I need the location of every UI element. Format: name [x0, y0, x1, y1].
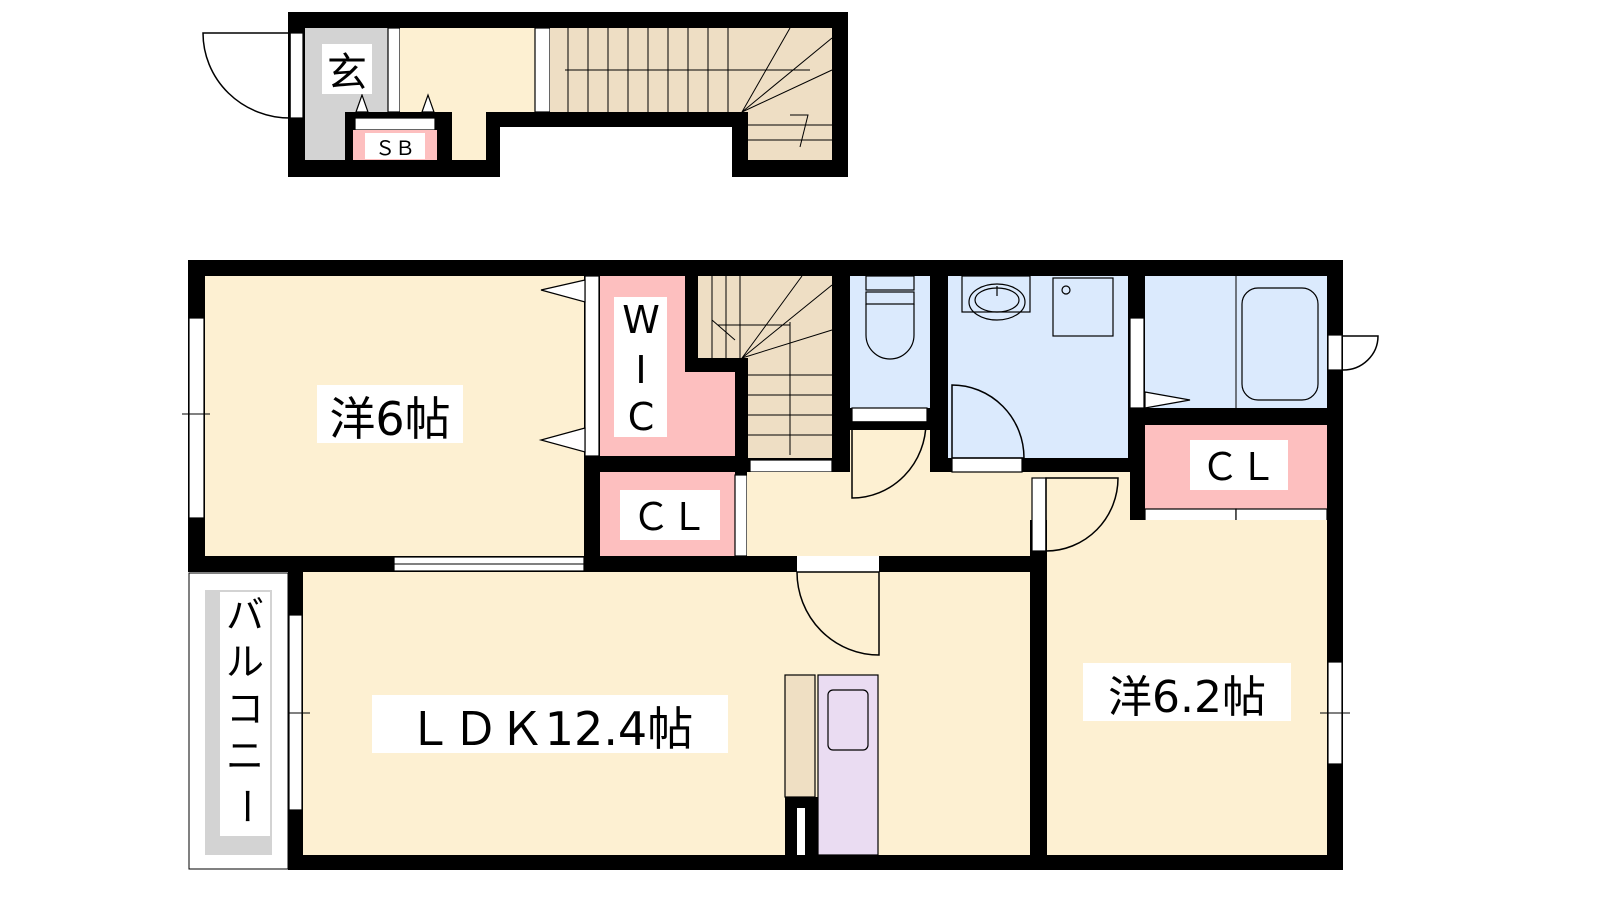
wic-label-i: I [635, 348, 646, 392]
main-level [182, 260, 1379, 870]
toilet [850, 276, 930, 408]
closet-2-label: ＣＬ [1201, 445, 1277, 489]
bedroom-6-2-label: 洋6.2帖 [1108, 672, 1266, 723]
toilet-door-swing[interactable] [851, 421, 927, 499]
closet-1-door[interactable] [734, 474, 748, 557]
balcony-label-1: バ [226, 593, 264, 637]
bedroom-6-2-door-frame [1031, 477, 1047, 552]
shoebox-door-swing [355, 93, 369, 113]
entrance-level: 玄 ＳＢ [202, 12, 848, 177]
bath-window [1327, 334, 1343, 371]
stair-landing-strip [749, 459, 833, 473]
closet-1-label: ＣＬ [632, 495, 708, 539]
room-labels: 洋6帖 W I C ＣＬ ＣＬ ＬＤＫ12.4帖 洋6.2帖 バ ル コ ニ ー [220, 297, 1291, 836]
ldk-door-swing[interactable] [796, 571, 880, 656]
entry-hall-lower [452, 110, 486, 160]
balcony-label-2: ル [226, 640, 264, 684]
entry-hall [400, 28, 535, 112]
hallway-ext [850, 430, 930, 472]
toilet-door-frame [851, 407, 928, 423]
sink-icon [827, 689, 869, 751]
stairs-upper [698, 276, 832, 358]
stair-treads [565, 27, 833, 148]
wic-door-swing [538, 427, 586, 453]
washroom-door-frame [951, 457, 1023, 473]
washbasin-icon [961, 275, 1031, 321]
front-door-frame [289, 32, 304, 119]
bedroom-6-2-door-swing[interactable] [1045, 477, 1119, 552]
washroom [948, 276, 1128, 458]
wic-label-w: W [622, 298, 660, 342]
balcony-label-3: コ [226, 687, 264, 731]
stair-step-strip [534, 27, 551, 113]
bathroom-door-swing [1144, 391, 1191, 409]
washing-machine-icon [1052, 277, 1114, 337]
bath-window-swing [1342, 335, 1379, 371]
bedroom-6-label: 洋6帖 [329, 392, 450, 446]
ldk-label: ＬＤＫ12.4帖 [407, 702, 693, 756]
bedroom-6-window [188, 317, 205, 519]
bathtub-icon [1241, 287, 1319, 401]
wic-label-c: C [628, 395, 655, 439]
kitchen-unit [817, 674, 879, 856]
genkan-step [387, 27, 401, 113]
ldk-door-frame [797, 556, 879, 572]
balcony-label-5: ー [224, 787, 268, 825]
shoebox-door [354, 117, 436, 131]
stairs-lower [748, 112, 832, 160]
washroom-door-swing[interactable] [951, 384, 1025, 459]
balcony-label-4: ニ [226, 734, 264, 778]
shoebox-label: ＳＢ [375, 136, 415, 160]
stair-treads [711, 275, 833, 455]
toilet-fixture-icon [865, 275, 915, 360]
kitchen-gap [797, 808, 805, 855]
bathroom-door[interactable] [1129, 317, 1145, 409]
wic-sliding-door[interactable] [584, 275, 600, 457]
hallway [747, 472, 1030, 556]
wic-door-swing [540, 279, 586, 303]
front-door-swing[interactable] [202, 32, 291, 119]
kitchen-counter [784, 674, 816, 798]
entrance-label: 玄 [327, 50, 367, 96]
shoebox-door-swing [421, 93, 435, 113]
